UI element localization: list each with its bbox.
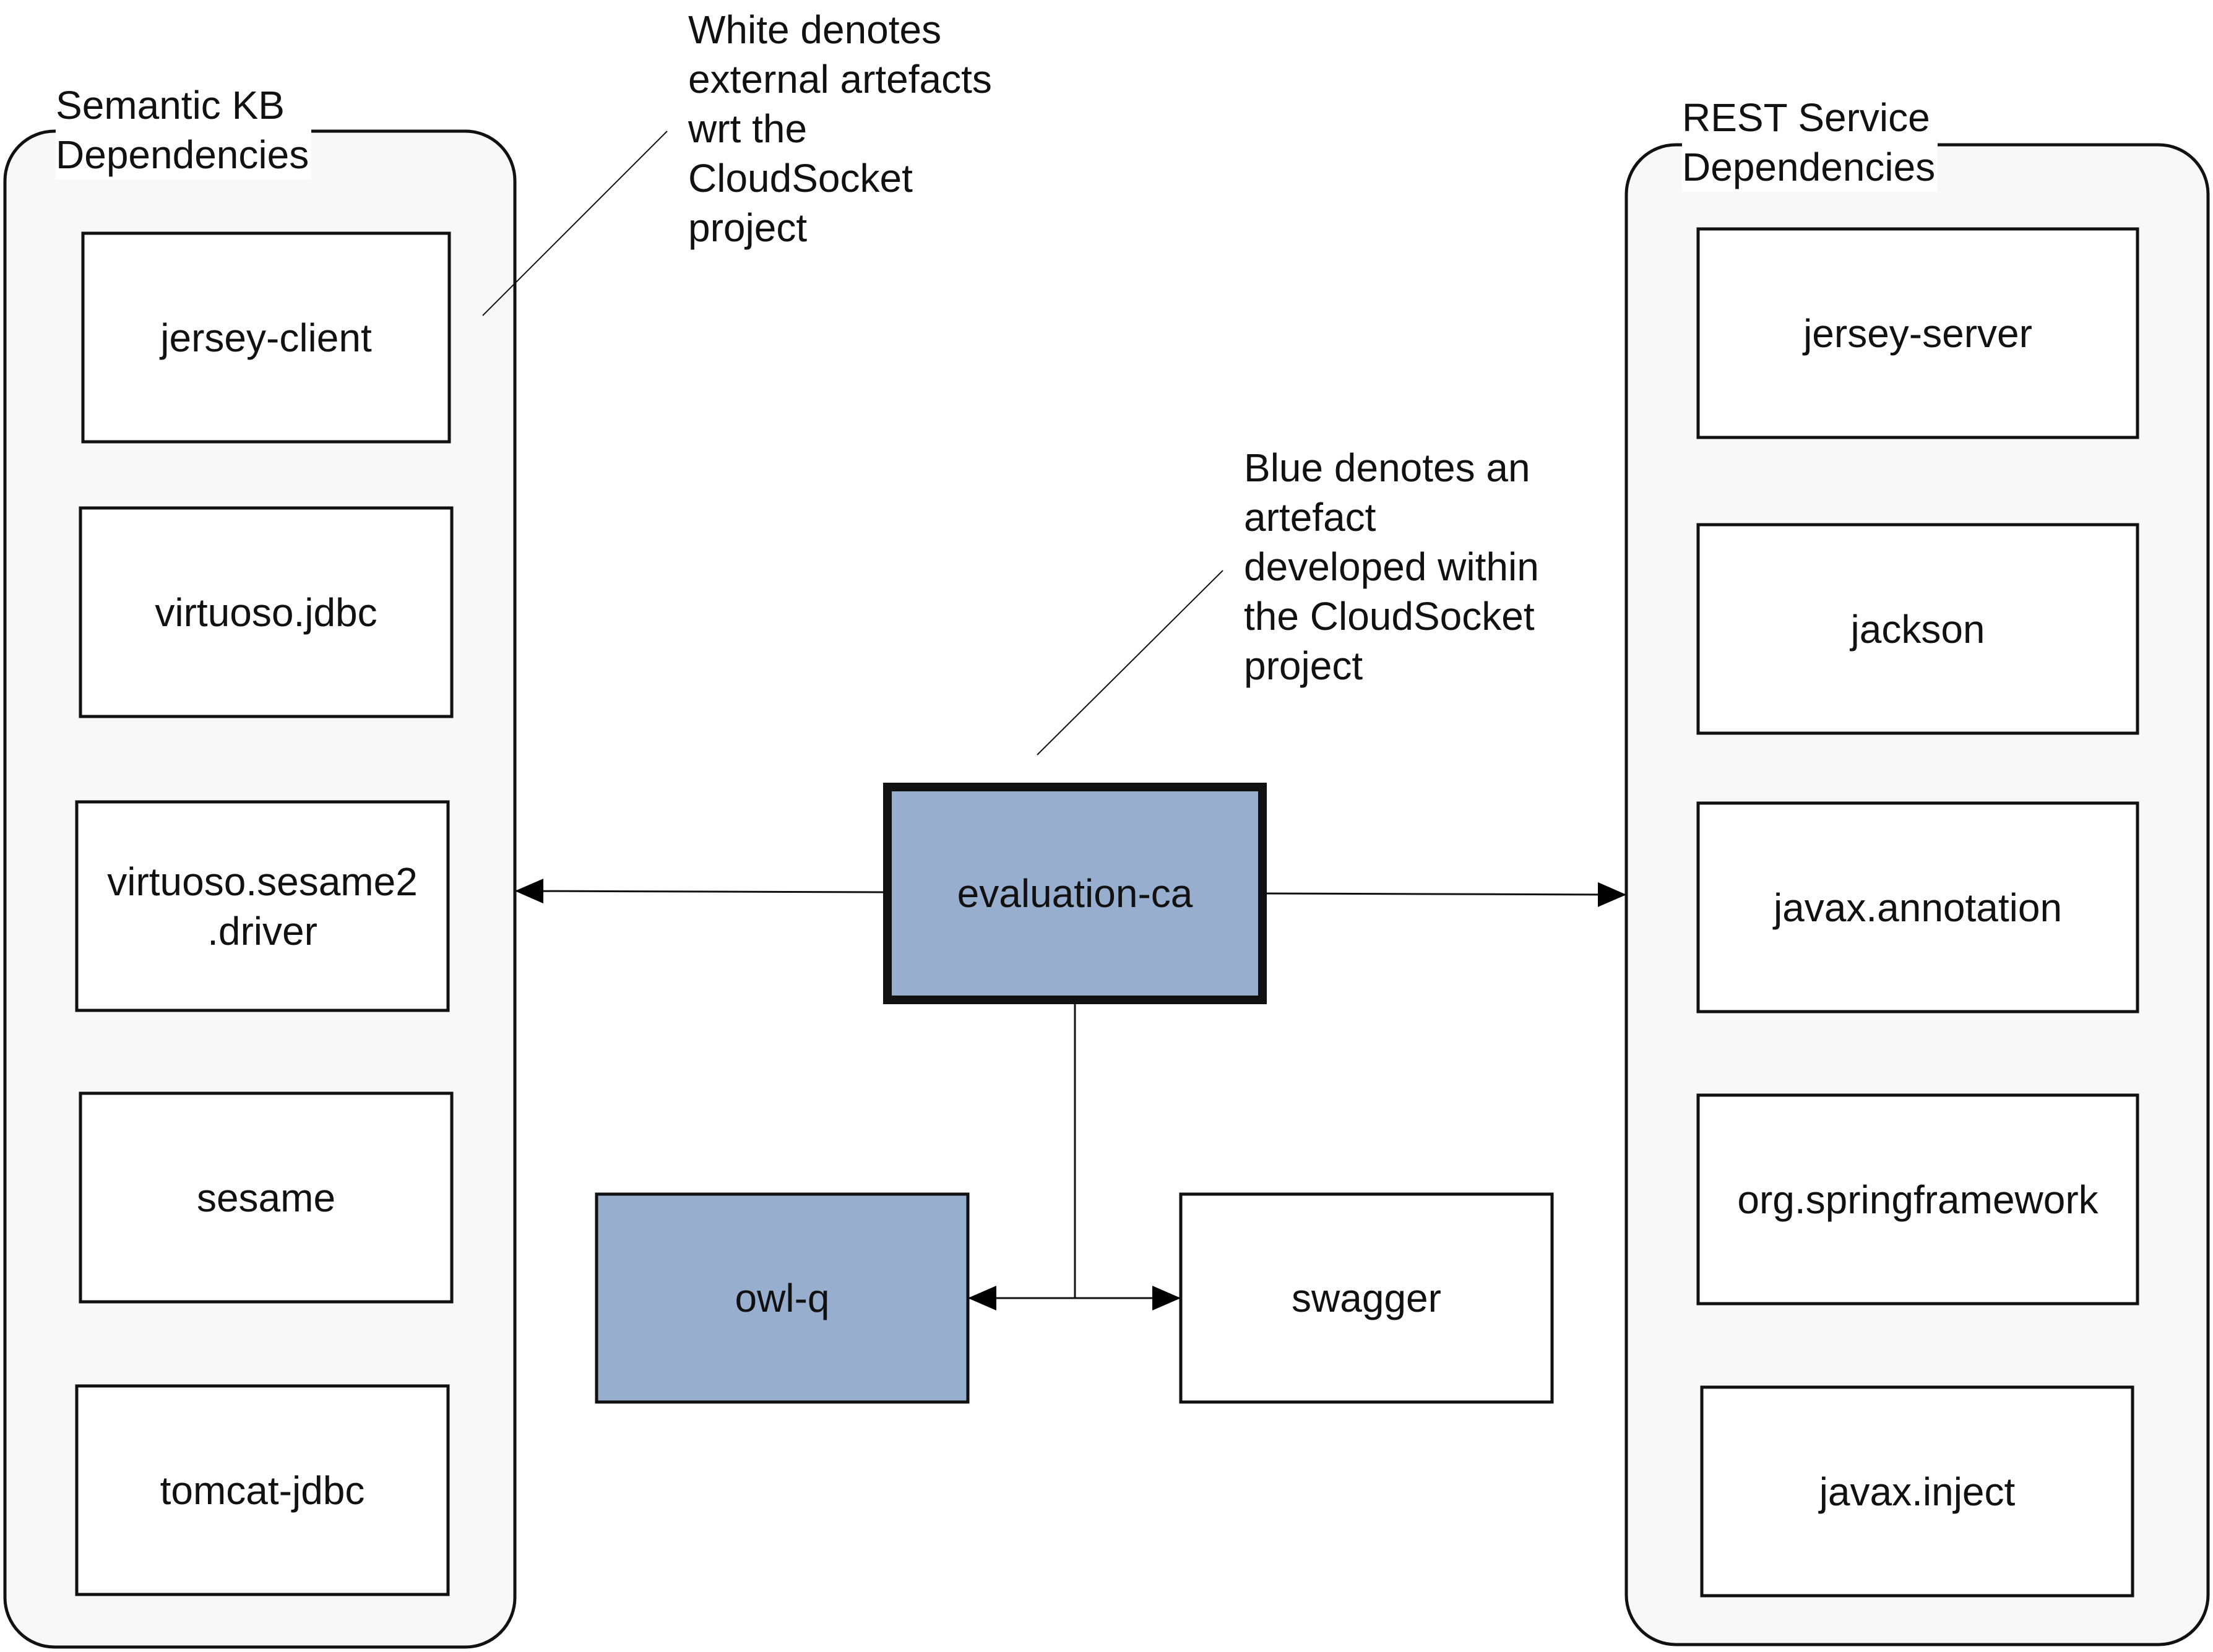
label-org-springframework: org.springframework	[1737, 1177, 2099, 1222]
node-swagger	[1179, 1192, 1554, 1404]
node-virtuoso-jdbc	[79, 506, 454, 718]
note-white-external: White denotes external artefacts wrt the…	[688, 7, 992, 250]
callout-line-blue	[1037, 570, 1223, 755]
node-sesame	[79, 1091, 454, 1304]
label-jersey-server: jersey-server	[1803, 311, 2032, 356]
node-evaluation-ca	[883, 783, 1267, 1004]
label-evaluation-ca: evaluation-ca	[957, 871, 1193, 916]
node-owl-q	[595, 1192, 970, 1404]
node-jackson	[1696, 523, 2139, 735]
edge-to-rest-service	[1264, 882, 1626, 907]
label-owl-q: owl-q	[735, 1276, 830, 1320]
note-blue-internal: Blue denotes an artefact developed withi…	[1244, 445, 1539, 688]
label-virtuoso-jdbc: virtuoso.jdbc	[155, 590, 377, 635]
label-swagger: swagger	[1292, 1276, 1441, 1320]
node-org-springframework	[1696, 1093, 2139, 1306]
label-javax-inject: javax.inject	[1819, 1469, 2016, 1514]
label-jackson: jackson	[1850, 606, 1985, 652]
label-sesame: sesame	[196, 1175, 336, 1220]
node-virtuoso-sesame2-driver	[75, 800, 450, 1012]
label-javax-annotation: javax.annotation	[1773, 885, 2063, 930]
node-javax-annotation	[1696, 801, 2139, 1013]
semantic-kb-group-title: Semantic KB Dependencies	[56, 80, 312, 179]
callout-line-white	[482, 131, 668, 316]
node-javax-inject	[1700, 1385, 2134, 1598]
label-virtuoso-sesame2-driver: virtuoso.sesame2 .driver	[107, 859, 418, 953]
label-jersey-client: jersey-client	[160, 315, 372, 360]
edge-to-semantic-kb	[515, 879, 886, 904]
node-jersey-server	[1696, 227, 2139, 439]
node-tomcat-jdbc	[75, 1384, 450, 1596]
label-tomcat-jdbc: tomcat-jdbc	[160, 1468, 365, 1513]
rest-service-group-title: REST Service Dependencies	[1682, 93, 1938, 192]
node-jersey-client	[81, 231, 451, 444]
